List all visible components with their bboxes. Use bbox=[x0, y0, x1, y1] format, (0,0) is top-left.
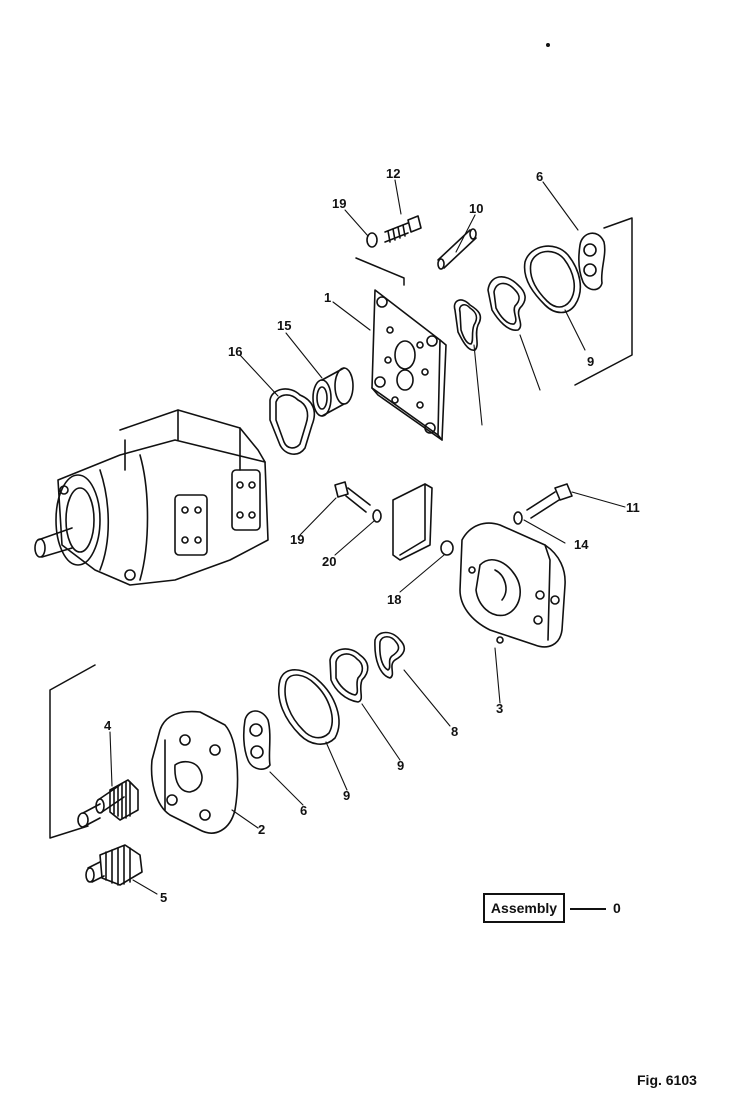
part-7-gasket-upper bbox=[453, 299, 482, 351]
callout-5: 5 bbox=[160, 890, 167, 905]
part-11-bolt bbox=[526, 483, 573, 519]
part-19-bolt bbox=[334, 481, 371, 513]
callout-10: 10 bbox=[469, 201, 483, 216]
assembly-label-box: Assembly bbox=[483, 893, 565, 923]
part-6-bushing-upper bbox=[577, 232, 606, 291]
part-3-gear-housing bbox=[459, 522, 566, 648]
part-16-washer bbox=[366, 232, 378, 248]
callout-1: 1 bbox=[324, 290, 331, 305]
part-4-drive-gear bbox=[77, 779, 139, 828]
callout-19: 19 bbox=[290, 532, 304, 547]
part-20-washer bbox=[372, 509, 382, 523]
part-14-gasket bbox=[269, 388, 316, 455]
assembly-number: 0 bbox=[613, 900, 621, 916]
callout-6-upper: 6 bbox=[536, 169, 543, 184]
callout-15: 12 bbox=[386, 166, 400, 181]
part-8-gasket-upper bbox=[487, 276, 526, 331]
callout-9-lower: 9 bbox=[343, 788, 350, 803]
callout-18: 18 bbox=[387, 592, 401, 607]
port-block bbox=[392, 483, 433, 561]
callout-11: 11 bbox=[626, 500, 640, 515]
stray-dot bbox=[545, 42, 550, 47]
part-2-end-cover bbox=[150, 710, 239, 834]
leader-lines bbox=[109, 179, 626, 895]
part-8-gasket-lower bbox=[329, 648, 369, 703]
part-18-o-ring bbox=[440, 540, 454, 556]
callout-20: 20 bbox=[322, 554, 336, 569]
part-9-gasket-lower bbox=[277, 669, 340, 745]
callout-7-lower: 8 bbox=[451, 724, 458, 739]
callout-16: 19 bbox=[332, 196, 346, 211]
figure-label: Fig. 6103 bbox=[637, 1072, 697, 1088]
callout-9-upper: 9 bbox=[587, 354, 594, 369]
callout-13: 15 bbox=[277, 318, 291, 333]
assembly-label: Assembly bbox=[490, 900, 558, 916]
assembly-leader bbox=[570, 908, 606, 910]
callout-14: 16 bbox=[228, 344, 242, 359]
callout-12: 14 bbox=[574, 537, 589, 552]
callout-6-lower: 6 bbox=[300, 803, 307, 818]
bracket-lines bbox=[49, 217, 633, 839]
part-9-gasket-upper bbox=[523, 245, 582, 314]
part-12-washer bbox=[513, 511, 523, 525]
callout-2: 2 bbox=[258, 822, 265, 837]
part-5-driven-gear bbox=[85, 844, 143, 886]
part-7-gasket-lower bbox=[374, 631, 406, 679]
callout-8-lower: 9 bbox=[397, 758, 404, 773]
callout-3: 3 bbox=[496, 701, 503, 716]
pump-body-assembly bbox=[34, 409, 269, 586]
callout-4: 4 bbox=[104, 718, 112, 733]
part-6-bushing-lower bbox=[242, 710, 271, 770]
part-13-needle-bearing bbox=[312, 367, 354, 417]
part-15-bolt bbox=[384, 215, 422, 243]
callout-numbers: 12 19 10 6 1 15 16 9 11 14 19 20 18 3 8 … bbox=[104, 166, 640, 905]
part-1-cover-plate bbox=[371, 289, 447, 441]
